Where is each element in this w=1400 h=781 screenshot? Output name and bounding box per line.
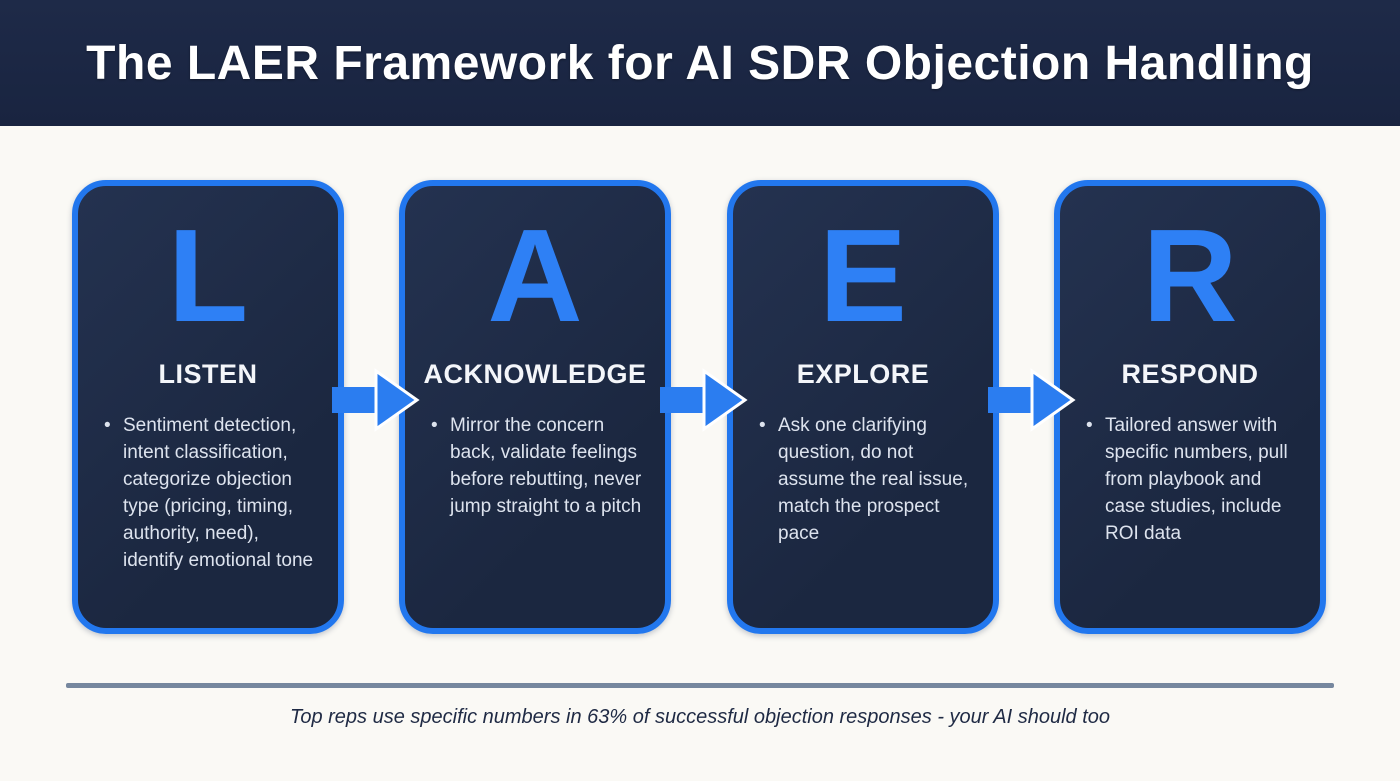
step-letter: L <box>167 202 249 349</box>
step-bullet-list: Mirror the concern back, validate feelin… <box>431 412 643 520</box>
step-title: ACKNOWLEDGE <box>423 359 647 389</box>
step-bullet-list: Ask one clarifying question, do not assu… <box>759 412 971 547</box>
step-letter: E <box>818 202 908 349</box>
step-letter: R <box>1142 202 1238 349</box>
step-letter: A <box>487 202 583 349</box>
step-card-respond: R RESPOND Tailored answer with specific … <box>1054 180 1326 634</box>
header-bar: The LAER Framework for AI SDR Objection … <box>0 0 1400 126</box>
step-card-acknowledge: A ACKNOWLEDGE Mirror the concern back, v… <box>399 180 671 634</box>
step-bullet-list: Tailored answer with specific numbers, p… <box>1086 412 1298 547</box>
footer-note: Top reps use specific numbers in 63% of … <box>289 706 1111 728</box>
step-title: EXPLORE <box>796 359 930 389</box>
step-card-listen: L LISTEN Sentiment detection, intent cla… <box>72 180 344 634</box>
step-bullet-item: Mirror the concern back, validate feelin… <box>431 412 643 520</box>
step-bullet-item: Ask one clarifying question, do not assu… <box>759 412 971 547</box>
framework-board: L LISTEN Sentiment detection, intent cla… <box>0 126 1400 781</box>
page-title: The LAER Framework for AI SDR Objection … <box>86 36 1314 90</box>
step-title: RESPOND <box>1121 359 1259 389</box>
arrow-right-icon <box>660 368 748 432</box>
step-bullet-item: Tailored answer with specific numbers, p… <box>1086 412 1298 547</box>
step-card-explore: E EXPLORE Ask one clarifying question, d… <box>727 180 999 634</box>
step-bullet-list: Sentiment detection, intent classificati… <box>104 412 316 574</box>
step-bullet-item: Sentiment detection, intent classificati… <box>104 412 316 574</box>
arrow-right-icon <box>988 368 1076 432</box>
step-title: LISTEN <box>158 359 258 389</box>
arrow-right-icon <box>332 368 420 432</box>
footer-divider <box>66 683 1334 688</box>
